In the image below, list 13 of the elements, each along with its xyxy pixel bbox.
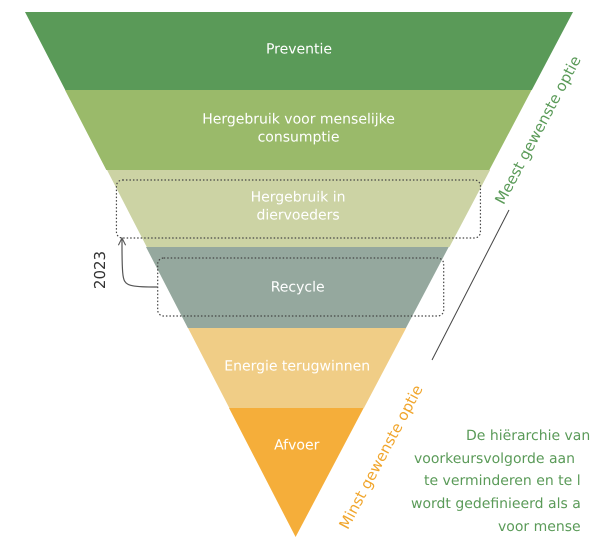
description-text: wordt gedefinieerd als a xyxy=(411,496,581,512)
description-text: voorkeursvolgorde aan xyxy=(414,451,575,467)
description-text: voor mense xyxy=(498,519,581,535)
band-label: Energie terugwinnen xyxy=(223,358,372,376)
curved-arrow xyxy=(118,237,158,288)
band-label: Hergebruik in diervoeders xyxy=(250,190,347,224)
edge-label: 2023 xyxy=(91,250,109,290)
band-label: Recycle xyxy=(270,279,326,297)
description-text: te verminderen en te l xyxy=(424,473,581,489)
band-label: Hergebruik voor menselijke consumptie xyxy=(201,112,396,146)
band-label: Preventie xyxy=(264,41,334,59)
description-text: De hiërarchie van xyxy=(466,428,590,444)
band-label: Afvoer xyxy=(273,437,320,455)
